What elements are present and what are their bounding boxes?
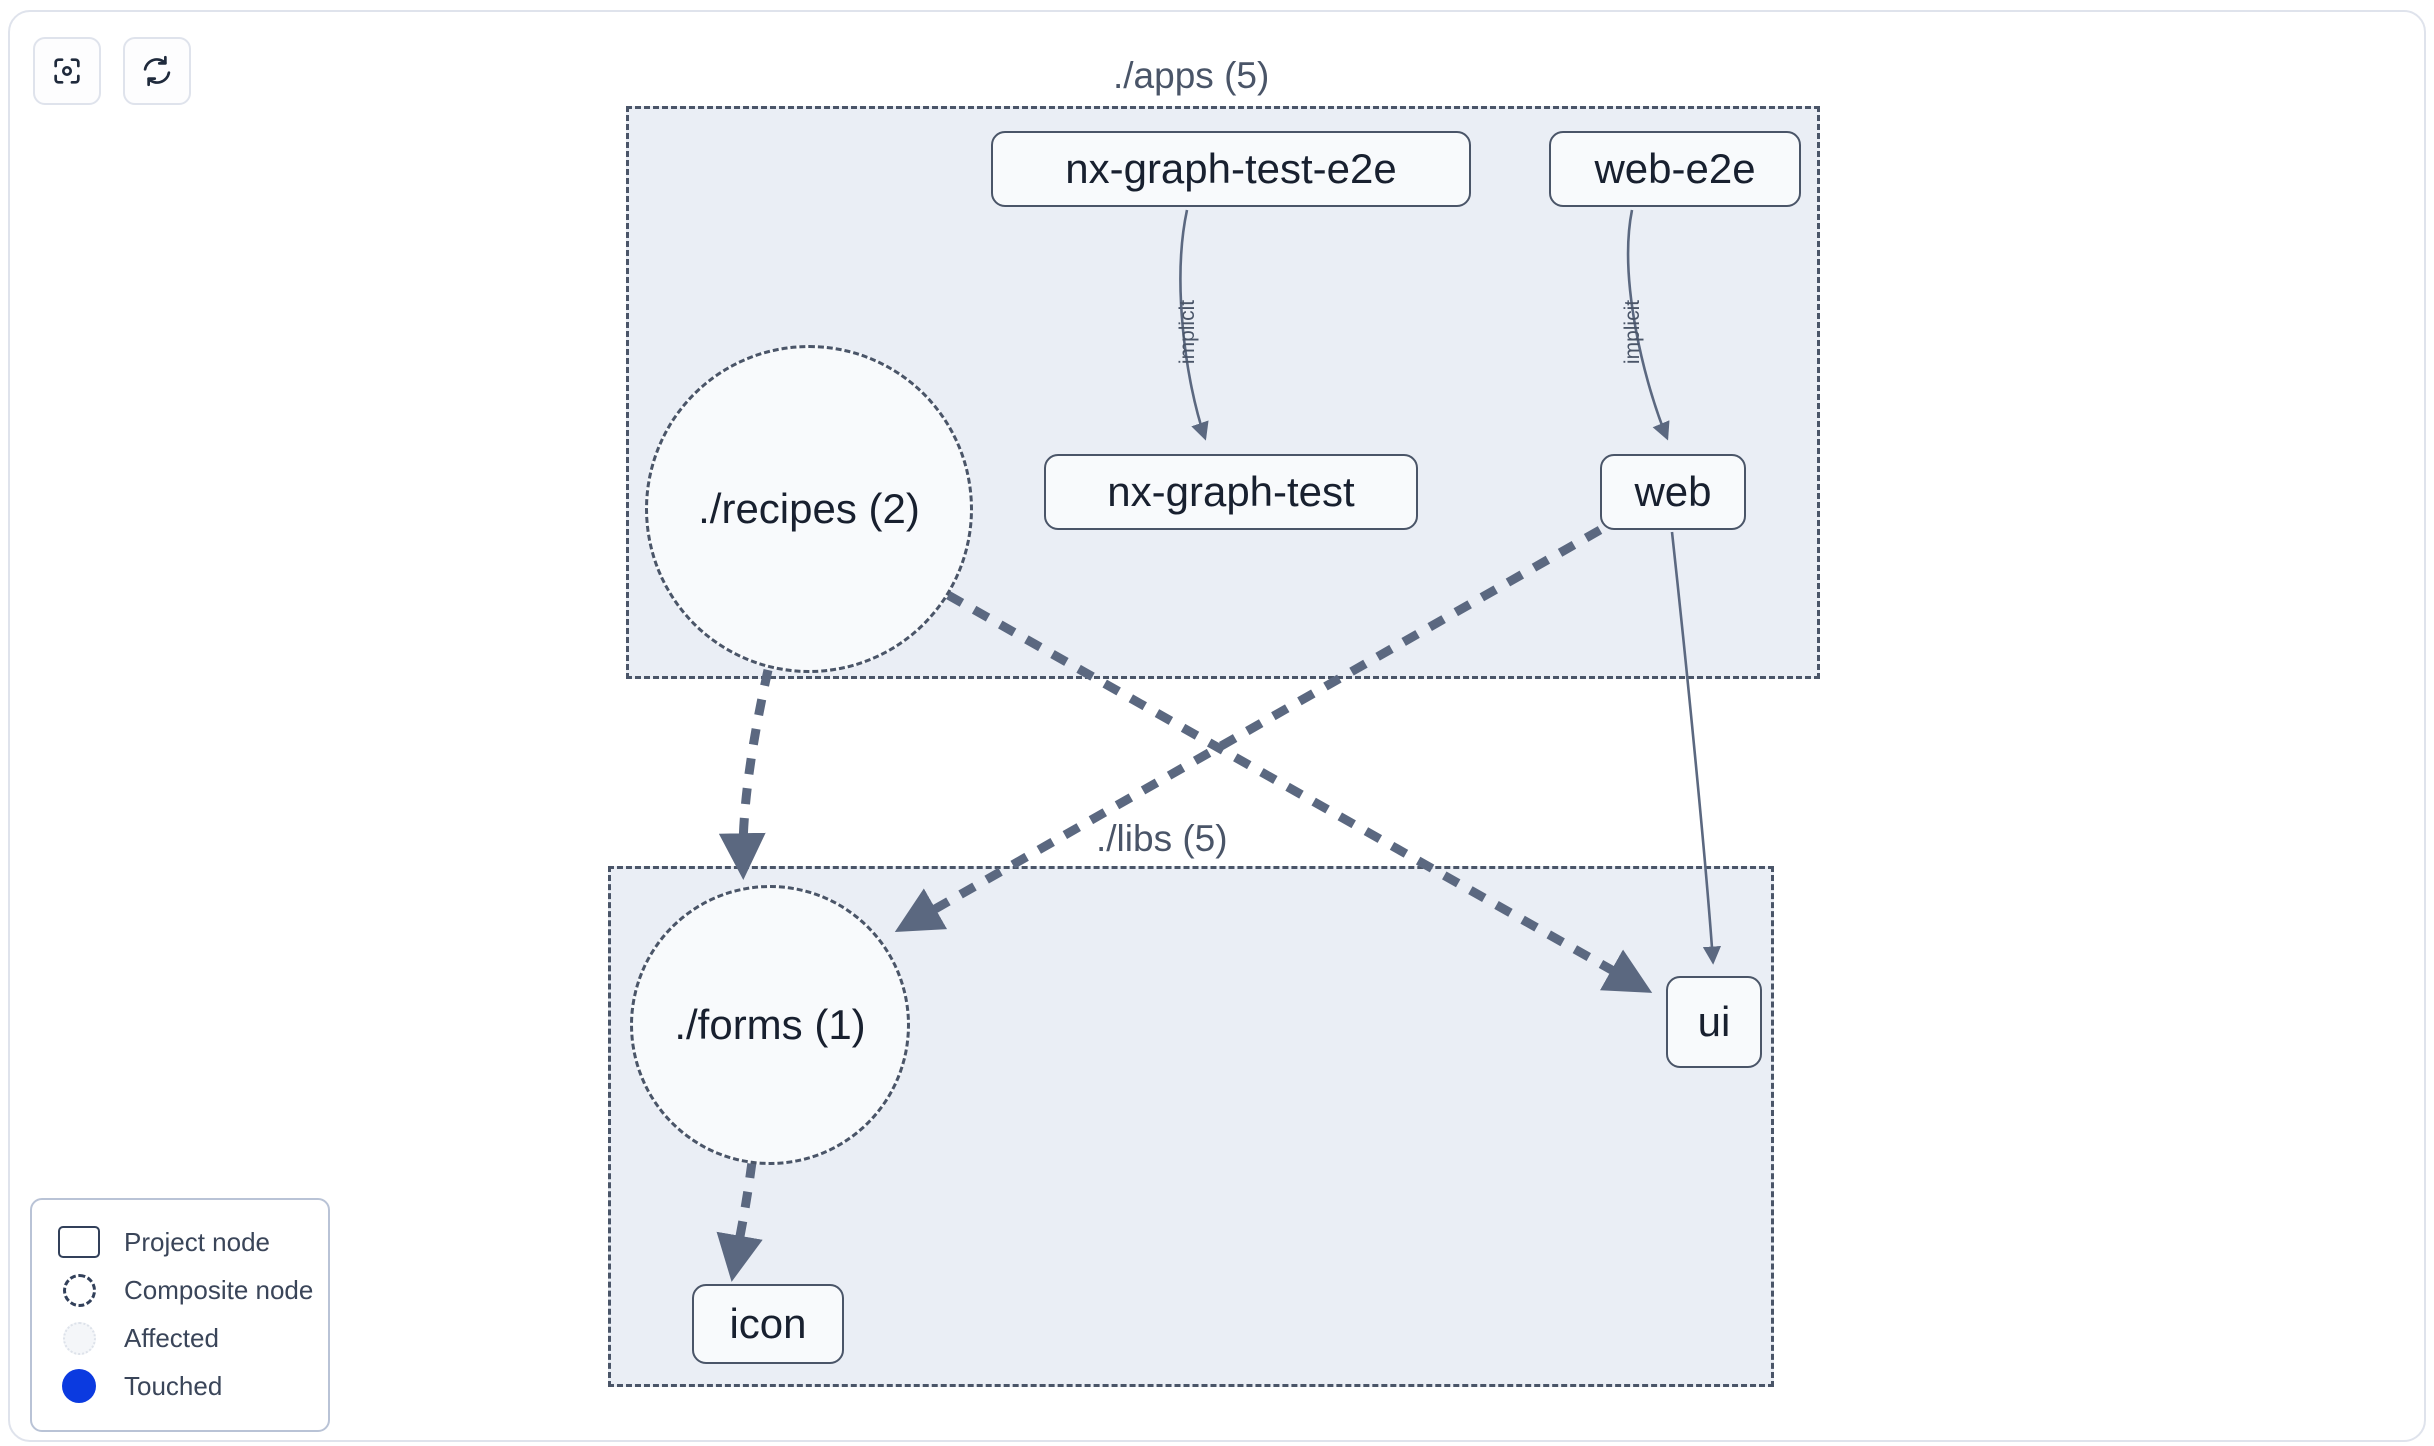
affected-swatch [58,1321,100,1355]
refresh-graph-button[interactable] [123,37,191,105]
group-label-apps: ./apps (5) [1113,55,1270,96]
composite-node-forms[interactable]: ./forms (1) [630,885,910,1165]
legend-item-affected: Affected [58,1314,308,1362]
composite-node-recipes[interactable]: ./recipes (2) [645,345,973,673]
project-node-web-label: web [1634,468,1712,515]
composite-node-swatch [58,1273,100,1307]
project-node-swatch [58,1225,100,1259]
legend-item-project-node: Project node [58,1218,308,1266]
legend-label-affected: Affected [124,1322,219,1353]
legend-label-touched: Touched [124,1370,223,1401]
legend-item-composite-node: Composite node [58,1266,313,1314]
project-node-web-e2e[interactable]: web-e2e [1549,131,1801,207]
edge-label-implicit-web: implicit [1621,299,1644,365]
project-node-web[interactable]: web [1600,454,1746,530]
legend-label-project-node: Project node [124,1226,270,1257]
group-label-libs: ./libs (5) [1096,818,1228,859]
focus-target-icon [50,54,84,88]
composite-node-recipes-label: ./recipes (2) [698,485,920,532]
edge-label-implicit-nx-graph-test: implicit [1176,299,1199,365]
focus-graph-button[interactable] [33,37,101,105]
refresh-icon [140,54,174,88]
project-node-nx-graph-test-e2e-label: nx-graph-test-e2e [1065,145,1397,192]
graph-legend: Project node Composite node Affected Tou… [30,1198,330,1432]
legend-item-touched: Touched [58,1362,308,1410]
legend-label-composite-node: Composite node [124,1274,314,1305]
composite-node-forms-label: ./forms (1) [674,1001,866,1048]
project-node-web-e2e-label: web-e2e [1594,145,1756,192]
project-node-nx-graph-test-label: nx-graph-test [1107,468,1355,515]
graph-toolbar [33,37,191,105]
project-node-icon-label: icon [729,1300,807,1347]
project-node-icon[interactable]: icon [692,1284,844,1364]
edge-recipes-to-forms [718,669,773,881]
touched-swatch [58,1369,100,1403]
project-node-nx-graph-test[interactable]: nx-graph-test [1044,454,1418,530]
project-node-ui[interactable]: ui [1666,976,1762,1068]
project-node-nx-graph-test-e2e[interactable]: nx-graph-test-e2e [991,131,1471,207]
project-node-ui-label: ui [1697,998,1731,1045]
